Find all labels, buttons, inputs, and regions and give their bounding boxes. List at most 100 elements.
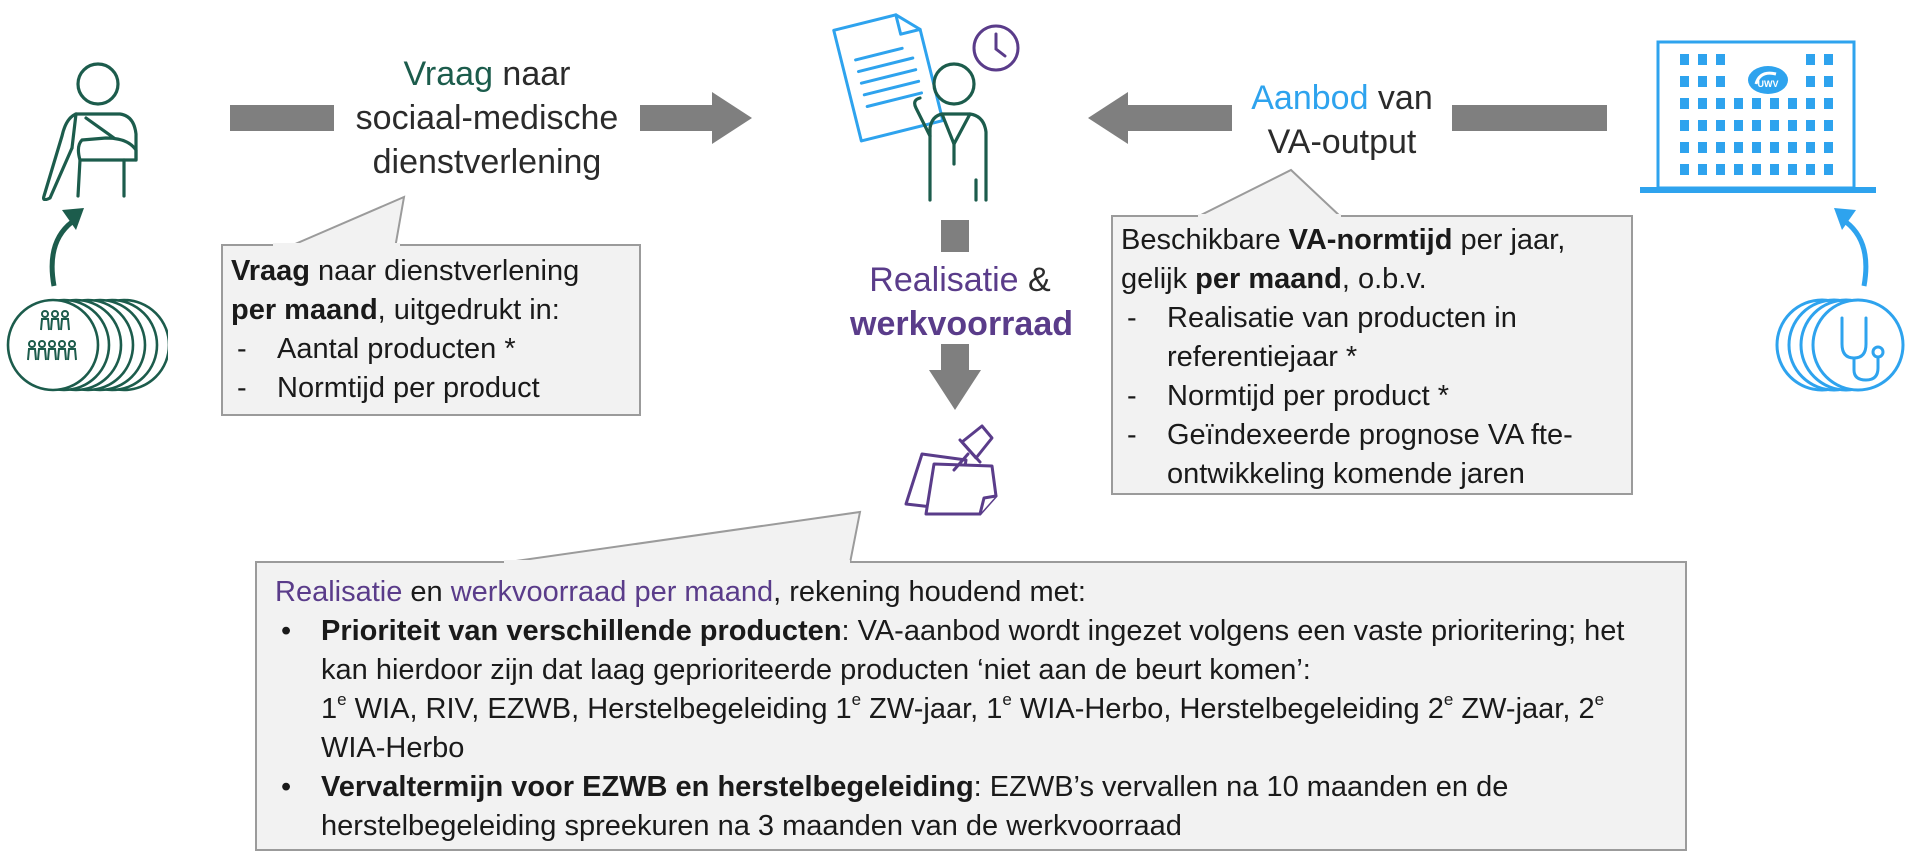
building-window bbox=[1716, 76, 1725, 87]
building-window bbox=[1698, 120, 1707, 131]
building-window bbox=[1824, 120, 1833, 131]
callout-bottom-seam bbox=[504, 560, 850, 564]
cb-b2-bold: Vervaltermijn voor EZWB en herstelbegele… bbox=[321, 771, 974, 803]
building-window bbox=[1788, 98, 1797, 109]
cl-item-2: Normtijd per product bbox=[231, 369, 629, 408]
building-window bbox=[1788, 164, 1797, 175]
blue-curved-arrow-icon bbox=[1834, 208, 1869, 287]
cb-b2-text: : EZWB’s vervallen na 10 maanden en de h… bbox=[321, 771, 1509, 842]
uwv-logo-text: UWV bbox=[1758, 79, 1779, 89]
cl-item-1: Aantal producten * bbox=[231, 330, 629, 369]
callout-realisatie: Realisatie en werkvoorraad per maand, re… bbox=[255, 561, 1687, 851]
cb-bullet-prioriteit: Prioriteit van verschillende producten: … bbox=[275, 612, 1665, 768]
building-window bbox=[1698, 98, 1707, 109]
arrow-aanbod-left-bar bbox=[1126, 105, 1232, 131]
callout-left-seam bbox=[273, 243, 400, 247]
building-window bbox=[1752, 120, 1761, 131]
building-window bbox=[1716, 142, 1725, 153]
building-window bbox=[1806, 98, 1815, 109]
cb-b1-bold: Prioriteit van verschillende producten bbox=[321, 615, 842, 647]
building-window bbox=[1770, 142, 1779, 153]
callout-vraag: Vraag naar dienstverlening per maand, ui… bbox=[221, 244, 641, 416]
cb-b1-f: WIA-Herbo bbox=[321, 732, 465, 764]
cr-item-1: Realisatie van producten in referentieja… bbox=[1121, 299, 1621, 377]
doctor-with-document-icon bbox=[832, 13, 988, 202]
building-window bbox=[1752, 164, 1761, 175]
building-window bbox=[1770, 120, 1779, 131]
building-window bbox=[1734, 98, 1743, 109]
cl-l2-bold: per maand bbox=[231, 294, 378, 326]
building-window bbox=[1698, 164, 1707, 175]
building-window bbox=[1824, 54, 1833, 65]
building-window bbox=[1752, 98, 1761, 109]
arrow-vraag-right-bar bbox=[640, 105, 715, 131]
arrow-vraag-head bbox=[712, 92, 752, 144]
pinned-notes-icon bbox=[904, 424, 998, 516]
building-window bbox=[1734, 164, 1743, 175]
cr-l1-bold: VA-normtijd bbox=[1288, 224, 1453, 256]
building-window bbox=[1788, 120, 1797, 131]
building-window bbox=[1806, 120, 1815, 131]
building-window bbox=[1716, 98, 1725, 109]
uwv-office-building-icon: UWV bbox=[1640, 40, 1876, 193]
building-window bbox=[1680, 142, 1689, 153]
realisatie-amp: & bbox=[1018, 261, 1051, 299]
aanbod-word: Aanbod bbox=[1251, 79, 1369, 117]
cb-intro-p1: Realisatie bbox=[275, 576, 403, 608]
callout-right-seam bbox=[1198, 214, 1341, 218]
cl-l2-rest: , uitgedrukt in: bbox=[377, 294, 560, 326]
cr-l1-pre: Beschikbare bbox=[1121, 224, 1289, 256]
arrow-down-head bbox=[929, 370, 981, 410]
building-window bbox=[1806, 76, 1815, 87]
building-window bbox=[1770, 98, 1779, 109]
clock-icon bbox=[972, 24, 1020, 72]
building-window bbox=[1824, 142, 1833, 153]
building-window bbox=[1698, 54, 1707, 65]
building-window bbox=[1680, 76, 1689, 87]
building-window bbox=[1806, 164, 1815, 175]
cr-l2-rest: , o.b.v. bbox=[1341, 263, 1427, 295]
cl-l1-rest: naar dienstverlening bbox=[310, 255, 580, 287]
building-window bbox=[1770, 164, 1779, 175]
vraag-word: Vraag bbox=[403, 55, 493, 93]
cb-bullet-vervaltermijn: Vervaltermijn voor EZWB en herstelbegele… bbox=[275, 768, 1665, 846]
building-window bbox=[1824, 76, 1833, 87]
building-window bbox=[1716, 54, 1725, 65]
arrow-down-bar bbox=[941, 344, 969, 372]
vraag-line1-rest: naar bbox=[492, 55, 571, 93]
aanbod-label: Aanbod van VA-output bbox=[1228, 76, 1456, 164]
teal-curved-arrow-icon bbox=[49, 208, 84, 287]
building-window bbox=[1698, 76, 1707, 87]
aanbod-line1-rest: van bbox=[1368, 79, 1433, 117]
vraag-line3: dienstverlening bbox=[372, 143, 602, 181]
building-window bbox=[1824, 164, 1833, 175]
cb-intro-p2: en bbox=[402, 576, 451, 608]
cb-b1-e: ZW-jaar, 2 bbox=[1453, 693, 1595, 725]
population-group-icon bbox=[6, 298, 168, 392]
arrow-down-top-block bbox=[941, 220, 969, 252]
cr-l2-bold: per maand bbox=[1195, 263, 1342, 295]
cb-b1-sup-c: e bbox=[1002, 690, 1012, 710]
vraag-label: Vraag naar sociaal-medische dienstverlen… bbox=[330, 52, 644, 184]
arrow-aanbod-right-bar bbox=[1452, 105, 1607, 131]
building-window bbox=[1806, 54, 1815, 65]
callout-bottom-tail bbox=[501, 510, 862, 564]
cb-b1-sup-e: e bbox=[1594, 690, 1605, 710]
realisatie-label: Realisatie & werkvoorraad bbox=[850, 258, 1073, 346]
cr-item-2: Normtijd per product * bbox=[1121, 377, 1621, 416]
arrow-aanbod-head bbox=[1088, 92, 1128, 144]
cb-b1-sup-a: e bbox=[337, 690, 347, 710]
building-window bbox=[1716, 120, 1725, 131]
building-window bbox=[1788, 142, 1797, 153]
building-window bbox=[1734, 120, 1743, 131]
cb-b1-sup-b: e bbox=[851, 690, 862, 710]
aanbod-line2: VA-output bbox=[1267, 123, 1417, 161]
arrow-vraag-left-bar bbox=[230, 105, 334, 131]
building-window bbox=[1680, 98, 1689, 109]
cb-b1-text: : VA-aanbod wordt ingezet volgens een va… bbox=[321, 615, 1625, 686]
building-window bbox=[1716, 164, 1725, 175]
cb-b1-b: WIA, RIV, EZWB, Herstelbegeleiding 1 bbox=[346, 693, 852, 725]
building-window bbox=[1680, 164, 1689, 175]
building-window bbox=[1824, 98, 1833, 109]
cr-l1-rest: per jaar, bbox=[1452, 224, 1566, 256]
